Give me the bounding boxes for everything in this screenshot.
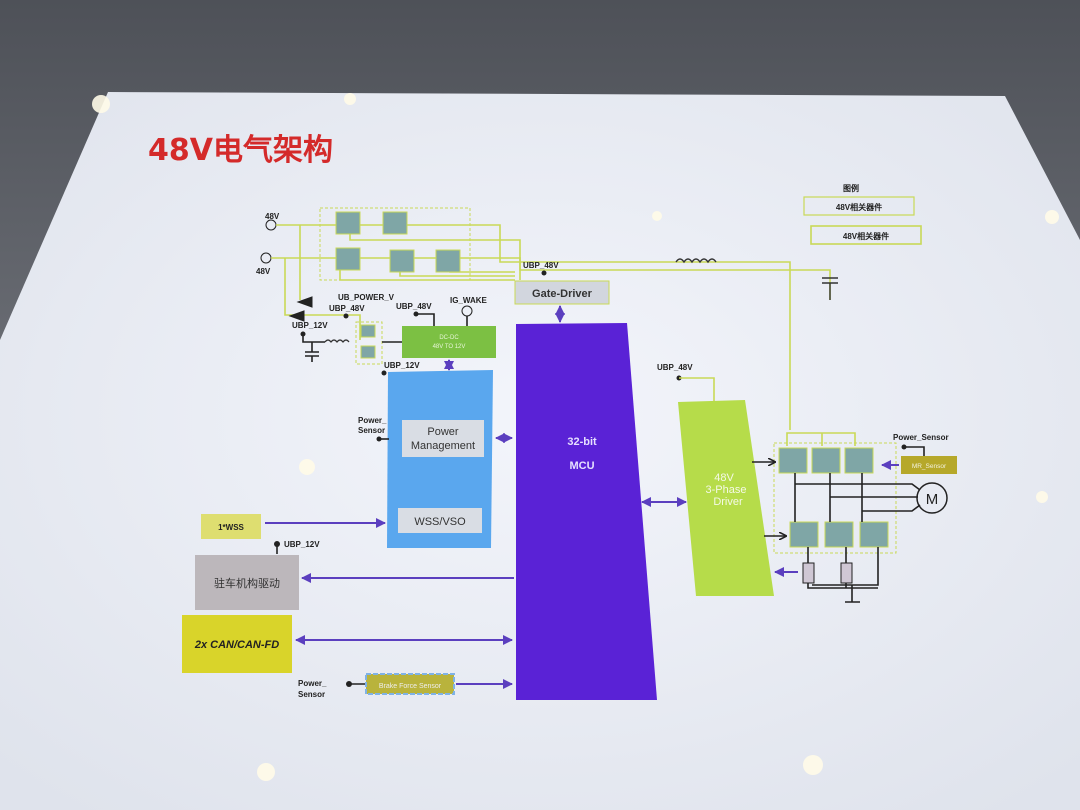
mosfet-icon: [789, 521, 819, 548]
label-ubp-48v-driver: UBP_48V: [657, 363, 693, 372]
mosfet-icon: [335, 247, 361, 271]
inductor-icon: [324, 339, 350, 343]
power-management-module: [387, 370, 493, 548]
driver-label: 3-Phase: [706, 484, 747, 496]
label-ubp-12v: UBP_12V: [292, 321, 328, 330]
label-ubp-48v-gate: UBP_48V: [523, 261, 559, 270]
can-block: [182, 615, 292, 673]
mosfet-icon: [844, 447, 874, 474]
capacitor-icon: [822, 277, 838, 300]
label-ig-wake: IG_WAKE: [450, 296, 488, 305]
can-label: 2x CAN/CAN-FD: [194, 639, 279, 651]
diode-icon: [288, 310, 305, 322]
mr-sensor-block: [901, 456, 957, 474]
brake-force-sensor-label: Brake Force Sensor: [379, 683, 442, 690]
mosfet-icon: [824, 521, 854, 548]
power-management-label: Power: [427, 426, 459, 438]
dcdc-label: DC-DC: [439, 335, 459, 341]
legend: 图例 48V相关器件 48V相关器件: [803, 183, 922, 245]
mosfet-icon: [360, 324, 376, 338]
page-title: 48V电气架构: [148, 133, 333, 168]
mcu-label: 32-bit: [567, 436, 597, 448]
label-ubp-48v: UBP_48V: [329, 304, 365, 313]
mosfet-icon: [778, 447, 808, 474]
label-power-sensor: Sensor: [358, 426, 385, 435]
wss-vso-label: WSS/VSO: [414, 516, 466, 528]
parking-actuator-block: [195, 555, 299, 610]
label-power-sensor: Power_: [298, 679, 327, 688]
motor-icon: [916, 482, 948, 514]
label-48v-top: 48V: [265, 212, 280, 221]
legend-item-box: [803, 196, 915, 216]
power-management-label: Management: [411, 440, 475, 452]
driver-label: 48V: [714, 472, 734, 484]
label-power-sensor: Sensor: [298, 690, 325, 699]
power-management-block: [402, 420, 484, 457]
three-phase-driver-block: [678, 400, 774, 596]
mr-sensor-label: MR_Sensor: [912, 463, 947, 470]
mosfet-icon: [335, 211, 361, 235]
mcu-block: [516, 323, 657, 700]
mosfet-icon: [382, 211, 408, 235]
gate-driver-block: [514, 280, 610, 305]
wss-vso-block: [398, 508, 482, 533]
label-power-sensor-mr: Power_Sensor: [893, 433, 949, 442]
mosfet-icon: [389, 249, 415, 273]
dcdc-block: [402, 326, 496, 358]
brake-force-sensor-block: [365, 673, 455, 695]
inductor-icon: [675, 258, 717, 264]
dcdc-label: 48V TO 12V: [433, 344, 466, 350]
mosfet-icon: [859, 521, 889, 548]
inverter-bridge: M: [752, 432, 948, 603]
mosfet-icon: [435, 249, 461, 273]
label-power-sensor: Power_: [358, 416, 387, 425]
parking-actuator-label: 驻车机构驱动: [214, 576, 280, 590]
legend-heading: 图例: [843, 183, 859, 193]
motor-label: M: [926, 491, 939, 508]
diode-icon: [296, 296, 313, 308]
gate-driver-label: Gate-Driver: [532, 288, 593, 300]
mcu-label: MCU: [569, 460, 594, 472]
legend-item: 48V相关器件: [836, 202, 882, 212]
label-48v-bottom: 48V: [256, 267, 271, 276]
label-ubp-12v-pm: UBP_12V: [384, 361, 420, 370]
label-ub-power-v: UB_POWER_V: [338, 293, 395, 302]
label-ubp-12v-park: UBP_12V: [284, 540, 320, 549]
driver-label: Driver: [713, 496, 743, 508]
wss-label: 1*WSS: [218, 523, 244, 532]
mosfet-icon: [360, 345, 376, 359]
label-ubp-48v-dcdc: UBP_48V: [396, 302, 432, 311]
mosfet-icon: [811, 447, 841, 474]
legend-item: 48V相关器件: [843, 231, 889, 241]
power-stage-wiring: 48V 48V UB_POWER_V UBP_48V UBP_12V: [256, 207, 838, 430]
light-reflections: [92, 93, 1059, 781]
shunt-resistor-icon: [802, 562, 815, 584]
shunt-resistor-icon: [840, 562, 853, 584]
legend-item-box: [810, 225, 922, 245]
wss-block: [201, 514, 261, 539]
